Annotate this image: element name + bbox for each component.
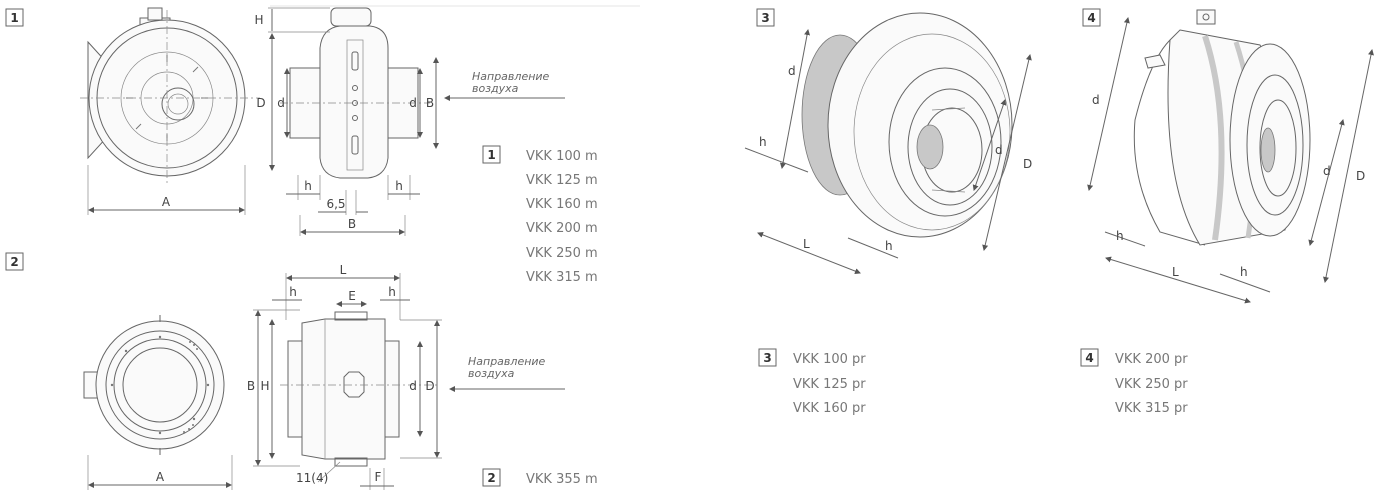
model-list-3: 3 VKK 100 pr VKK 125 pr VKK 160 pr	[758, 348, 866, 416]
svg-text:1: 1	[487, 148, 495, 162]
airflow-label-1: Направление воздуха	[444, 70, 565, 101]
dim-d-left-label: d	[788, 64, 796, 78]
model-list-4: 4 VKK 200 pr VKK 250 pr VKK 315 pr	[1080, 348, 1188, 416]
dim-D-label: D	[1356, 169, 1365, 183]
fan-side-view: H D d d B h h 6,5	[254, 7, 439, 236]
model-item: VKK 200 pr	[1115, 352, 1188, 367]
dim-mount-label: 11(4)	[296, 471, 328, 485]
model-item: VKK 100 pr	[793, 352, 866, 367]
model-list-2: 2 VKK 355 m	[482, 468, 598, 487]
figure-4: 4 d d D h L h	[1080, 8, 1374, 416]
svg-text:воздуха: воздуха	[468, 367, 515, 380]
dim-h-bottom-label: h	[885, 239, 893, 253]
svg-text:Направление: Направление	[468, 355, 546, 368]
dim-d-right-label: d	[409, 96, 417, 110]
svg-text:Направление: Направление	[472, 70, 550, 83]
figure-number-box	[756, 8, 775, 27]
dim-h-left-label: h	[1116, 229, 1124, 243]
dim-H-label: H	[254, 13, 263, 27]
fan-perspective-view	[1133, 9, 1311, 246]
dim-B-right-label: B	[426, 96, 434, 110]
dim-h-right-label: h	[388, 285, 396, 299]
fan-front-view: A	[80, 7, 260, 215]
dimension-lines: d h d D L h	[744, 29, 1032, 274]
dim-L-label: L	[1172, 265, 1179, 279]
fan-perspective-view	[801, 12, 1013, 238]
dim-h-right-label: h	[1240, 265, 1248, 279]
dim-d-left-label: d	[1092, 93, 1100, 107]
figure-2: 2 A	[5, 252, 598, 490]
model-item: VKK 125 m	[526, 173, 598, 188]
dim-E-label: E	[348, 289, 356, 303]
figure-number: 3	[761, 11, 769, 25]
dim-h-right-label: h	[395, 179, 403, 193]
model-item: VKK 100 m	[526, 149, 598, 164]
dim-h-left-label: h	[289, 285, 297, 299]
dim-d-left-label: d	[277, 96, 285, 110]
dim-H-label: H	[260, 379, 269, 393]
dim-D-label: D	[256, 96, 265, 110]
dim-D-label: D	[425, 379, 434, 393]
model-item: VKK 315 m	[526, 270, 598, 285]
dim-d-right-label: d	[995, 143, 1003, 157]
fan-front-view: A	[83, 315, 233, 490]
figure-number: 2	[10, 255, 18, 269]
dim-B-bottom-label: B	[348, 217, 356, 231]
model-item: VKK 355 m	[526, 472, 598, 487]
figure-number-box	[5, 8, 24, 27]
model-item: VKK 315 pr	[1115, 401, 1188, 416]
figure-number-box	[5, 252, 24, 271]
svg-text:2: 2	[487, 471, 495, 485]
dim-L-label: L	[803, 237, 810, 251]
dim-D-label: D	[1023, 157, 1032, 171]
svg-text:4: 4	[1085, 351, 1093, 365]
dimension-lines: d d D h L h	[1087, 17, 1374, 304]
model-item: VKK 125 pr	[793, 377, 866, 392]
svg-text:3: 3	[763, 351, 771, 365]
dim-h-label: h	[759, 135, 767, 149]
dim-offset-label: 6,5	[326, 197, 345, 211]
dim-A-label: A	[162, 195, 171, 209]
model-item: VKK 160 m	[526, 197, 598, 212]
fan-side-view: L h E h B H d D 11(4)	[247, 263, 442, 490]
model-item: VKK 250 pr	[1115, 377, 1188, 392]
airflow-label-2: Направление воздуха	[449, 355, 565, 392]
model-item: VKK 250 m	[526, 246, 598, 261]
figure-number: 1	[10, 11, 18, 25]
dim-L-label: L	[340, 263, 347, 277]
model-list-1: 1 VKK 100 m VKK 125 m VKK 160 m VKK 200 …	[482, 145, 598, 285]
svg-text:воздуха: воздуха	[472, 82, 519, 95]
figure-3: 3 d h d D L h 3	[744, 8, 1032, 416]
model-item: VKK 160 pr	[793, 401, 866, 416]
model-item: VKK 200 m	[526, 221, 598, 236]
figure-number: 4	[1087, 11, 1095, 25]
dim-A-label: A	[156, 470, 165, 484]
dim-B-label: B	[247, 379, 255, 393]
dim-F-label: F	[375, 470, 382, 484]
dim-h-left-label: h	[304, 179, 312, 193]
figure-1: 1 A	[5, 7, 598, 285]
dim-d-right-label: d	[1323, 164, 1331, 178]
dim-d-label: d	[409, 379, 417, 393]
